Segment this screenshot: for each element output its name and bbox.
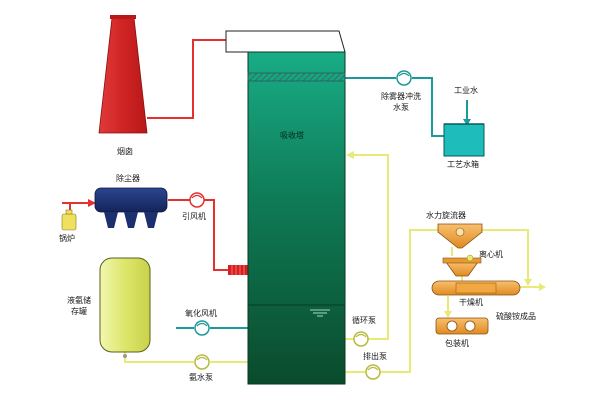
boiler xyxy=(61,209,77,231)
ammonia-tank-label-1: 液氨储 xyxy=(67,296,91,305)
dryer xyxy=(431,280,521,296)
ammonia-tank-label-2: 存罐 xyxy=(71,307,87,316)
ammonia-feed-pipe xyxy=(123,352,248,363)
ammonia-storage-tank xyxy=(99,257,151,353)
discharge-pump-label: 排出泵 xyxy=(363,352,387,361)
hydrocyclone xyxy=(437,223,483,249)
absorption-tower xyxy=(225,30,346,385)
ammonia-pump-label: 氨水泵 xyxy=(189,373,213,382)
packaging-machine-label: 包装机 xyxy=(445,339,469,348)
ammonium-sulfate-product-label: 硫酸铵成品 xyxy=(496,312,536,321)
discharge-pump-icon xyxy=(365,364,381,380)
process-water-tank xyxy=(443,123,485,157)
circulation-pipe xyxy=(345,151,389,340)
hydrocyclone-label: 水力旋流器 xyxy=(426,211,466,220)
induced-fan-label: 引风机 xyxy=(182,212,206,221)
dust-collector-label: 除尘器 xyxy=(116,174,140,183)
demister-wash-water-pipe xyxy=(345,77,471,137)
flue-gas-inlet-pipe xyxy=(168,199,232,271)
demister-wash-pump-icon xyxy=(396,70,412,86)
centrifuge xyxy=(442,254,482,277)
dust-collector xyxy=(94,187,168,228)
oxidation-fan-label: 氧化风机 xyxy=(185,309,217,318)
flue-gas-outlet-pipe xyxy=(147,39,226,119)
chimney-label: 烟囱 xyxy=(117,147,133,156)
flue-gas-inlet-duct xyxy=(228,265,248,275)
demister-wash-pump-label-2: 水泵 xyxy=(393,103,409,112)
centrifuge-label: 离心机 xyxy=(479,250,503,259)
process-water-tank-label: 工艺水箱 xyxy=(447,160,479,169)
demister-wash-pump-label-1: 除雾器冲洗 xyxy=(381,92,421,101)
circulation-pump-icon xyxy=(353,331,369,347)
oxidation-fan-icon xyxy=(194,320,210,336)
circulation-pump-label: 循环泵 xyxy=(352,316,376,325)
induced-fan-icon xyxy=(189,192,205,208)
ammonia-pump-icon xyxy=(194,354,210,370)
discharge-pipe xyxy=(345,229,546,373)
absorption-tower-label: 吸收塔 xyxy=(280,131,304,140)
industrial-water-label: 工业水 xyxy=(454,86,478,95)
dryer-label: 干燥机 xyxy=(459,298,483,307)
chimney xyxy=(98,15,148,134)
boiler-label: 锅炉 xyxy=(59,234,75,243)
packaging-machine xyxy=(435,317,489,335)
